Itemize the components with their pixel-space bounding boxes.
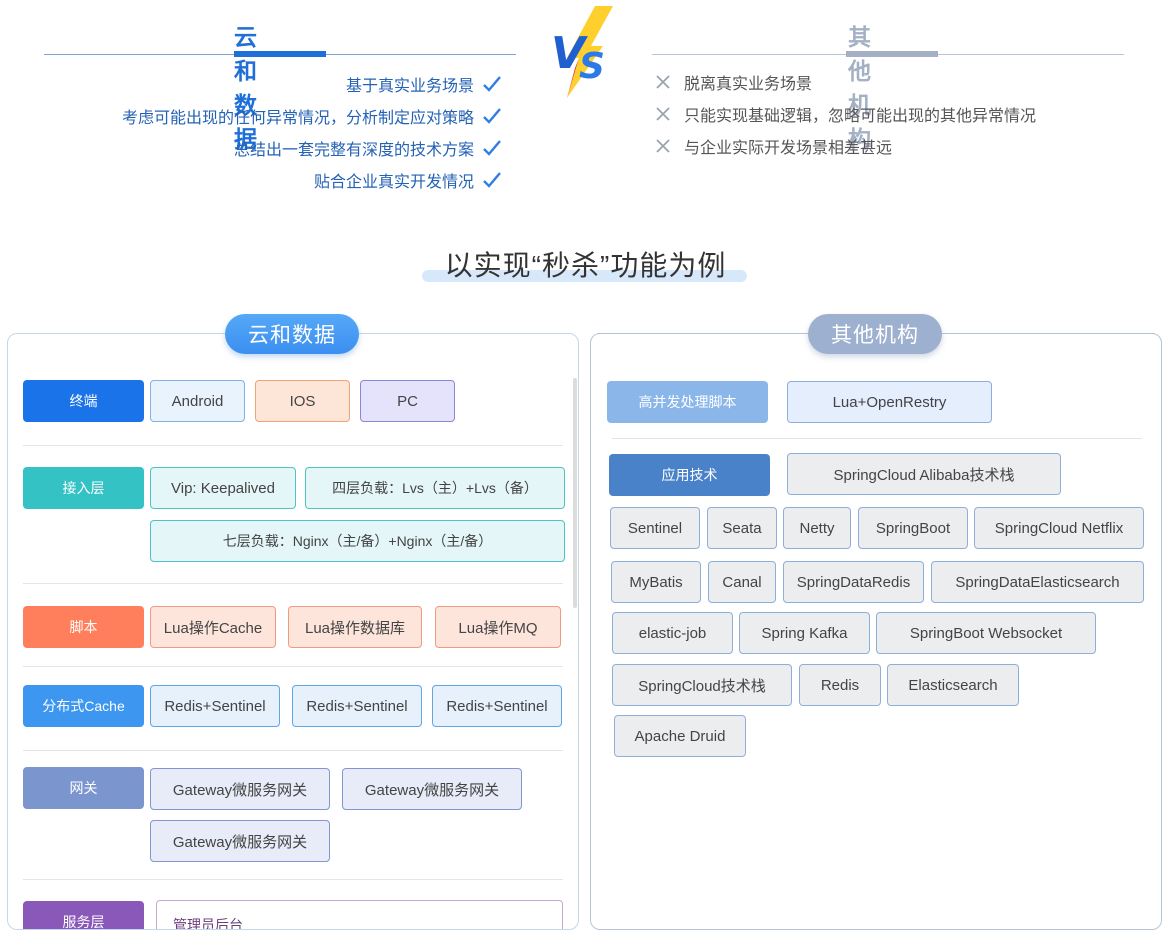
gateway-item: Gateway微服务网关 — [342, 768, 522, 810]
pro-item: 总结出一套完整有深度的技术方案 — [40, 132, 502, 164]
left-panel-scrollbar[interactable] — [573, 378, 577, 608]
tech-tag: SpringDataRedis — [783, 561, 924, 603]
gateway-item: Gateway微服务网关 — [150, 768, 330, 810]
right-label-app: 应用技术 — [609, 454, 770, 496]
terminal-item: PC — [360, 380, 455, 422]
tech-tag: Seata — [707, 507, 777, 549]
access-item: 四层负载：Lvs（主）+Lvs（备） — [305, 467, 565, 509]
con-text: 只能实现基础逻辑，忽略可能出现的其他异常情况 — [684, 108, 1037, 125]
check-icon — [483, 140, 501, 156]
pro-text: 考虑可能出现的任何异常情况，分析制定应对策略 — [121, 110, 474, 127]
access-item: Vip: Keepalived — [150, 467, 296, 509]
row-label-cache: 分布式Cache — [23, 685, 144, 727]
con-item: 只能实现基础逻辑，忽略可能出现的其他异常情况 — [654, 98, 1134, 130]
row-label-access: 接入层 — [23, 467, 144, 509]
check-icon — [483, 108, 501, 124]
header-right-title: 其他机构 — [848, 24, 872, 152]
tech-tag: SpringCloud技术栈 — [612, 664, 792, 706]
tech-tag: Sentinel — [610, 507, 700, 549]
row-label-script: 脚本 — [23, 606, 144, 648]
pro-item: 贴合企业真实开发情况 — [40, 164, 502, 196]
cross-icon — [656, 139, 670, 153]
check-icon — [483, 76, 501, 92]
pros-list: 基于真实业务场景 考虑可能出现的任何异常情况，分析制定应对策略 总结出一套完整有… — [40, 68, 502, 196]
cache-item: Redis+Sentinel — [150, 685, 280, 727]
row-divider — [23, 583, 563, 584]
tech-tag: SpringBoot — [858, 507, 968, 549]
pro-text: 基于真实业务场景 — [345, 78, 474, 95]
right-script-item: Lua+OpenRestry — [787, 381, 992, 423]
cache-item: Redis+Sentinel — [292, 685, 422, 727]
con-item: 脱离真实业务场景 — [654, 66, 1134, 98]
row-divider — [612, 438, 1142, 439]
tech-tag: elastic-job — [612, 612, 733, 654]
gateway-item: Gateway微服务网关 — [150, 820, 330, 862]
vs-logo-icon: V S — [551, 6, 613, 98]
tech-tag: MyBatis — [611, 561, 701, 603]
right-stack-head: SpringCloud Alibaba技术栈 — [787, 453, 1061, 495]
left-panel-pill: 云和数据 — [225, 314, 359, 354]
tech-tag: Canal — [708, 561, 776, 603]
cross-icon — [656, 107, 670, 121]
row-divider — [23, 445, 563, 446]
tech-tag: Apache Druid — [614, 715, 746, 757]
pro-item: 基于真实业务场景 — [40, 68, 502, 100]
service-row-clip: 服务层 管理员后台 — [8, 880, 578, 929]
row-label-service: 服务层 — [23, 901, 144, 929]
svg-text:S: S — [579, 46, 605, 87]
pro-text: 总结出一套完整有深度的技术方案 — [233, 142, 474, 159]
check-icon — [483, 172, 501, 188]
section-title: 以实现“秒杀”功能为例 — [444, 250, 727, 281]
right-label-script: 高并发处理脚本 — [607, 381, 768, 423]
tech-tag: SpringDataElasticsearch — [931, 561, 1144, 603]
right-panel-pill: 其他机构 — [808, 314, 942, 354]
row-divider — [23, 666, 563, 667]
script-item: Lua操作MQ — [435, 606, 561, 648]
pro-item: 考虑可能出现的任何异常情况，分析制定应对策略 — [40, 100, 502, 132]
tech-tag: Netty — [783, 507, 851, 549]
con-text: 与企业实际开发场景相差甚远 — [684, 140, 893, 157]
section-title-highlight — [422, 270, 747, 282]
terminal-item: Android — [150, 380, 245, 422]
service-item: 管理员后台 — [156, 900, 563, 929]
row-label-gateway: 网关 — [23, 767, 144, 809]
terminal-item: IOS — [255, 380, 350, 422]
cache-item: Redis+Sentinel — [432, 685, 562, 727]
header-right-underline — [846, 51, 938, 57]
con-text: 脱离真实业务场景 — [684, 76, 813, 93]
svg-text:V: V — [551, 28, 588, 79]
pro-text: 贴合企业真实开发情况 — [313, 174, 474, 191]
cons-list: 脱离真实业务场景 只能实现基础逻辑，忽略可能出现的其他异常情况 与企业实际开发场… — [654, 66, 1134, 162]
tech-tag: SpringBoot Websocket — [876, 612, 1096, 654]
script-item: Lua操作数据库 — [288, 606, 422, 648]
row-divider — [23, 879, 563, 880]
row-divider — [23, 750, 563, 751]
tech-tag: SpringCloud Netflix — [974, 507, 1144, 549]
header-left-underline — [234, 51, 326, 57]
cross-icon — [656, 75, 670, 89]
script-item: Lua操作Cache — [150, 606, 276, 648]
tech-tag: Redis — [799, 664, 881, 706]
header-left-title: 云和数据 — [234, 24, 258, 152]
tech-tag: Spring Kafka — [739, 612, 870, 654]
access-item: 七层负载：Nginx（主/备）+Nginx（主/备） — [150, 520, 565, 562]
tech-tag: Elasticsearch — [887, 664, 1019, 706]
con-item: 与企业实际开发场景相差甚远 — [654, 130, 1134, 162]
row-label-terminal: 终端 — [23, 380, 144, 422]
